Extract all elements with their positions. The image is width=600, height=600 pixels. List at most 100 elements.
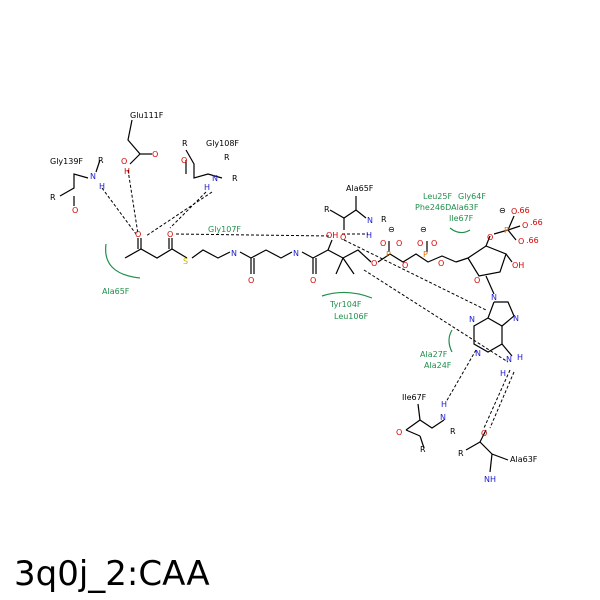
residue-label-ala27: Ala27F	[420, 350, 448, 359]
atom-r-gly108-c: R	[224, 153, 230, 162]
hbond-gly107	[175, 233, 331, 237]
residue-labels: Glu111F Gly139F Gly108F Ala65F Gly107F A…	[50, 111, 538, 464]
atom-o-ile67: O	[396, 428, 402, 437]
atom-r-ala65-b: R	[381, 215, 387, 224]
atom-o-ala63: O	[481, 429, 487, 438]
residue-label-gly107: Gly107F	[208, 225, 241, 234]
phosphate-3p-o3	[507, 229, 517, 241]
atom-r-ile67-b: R	[420, 445, 426, 454]
atom-p-1: P	[386, 250, 391, 259]
ala63-bottom-amine	[489, 453, 493, 473]
atom-n-ile67: N	[440, 413, 446, 422]
hydrophobic-arcs	[105, 227, 471, 353]
atom-h-nh2-a: H	[517, 353, 523, 362]
atom-r-gly139-b: R	[50, 193, 56, 202]
chain-bond-3	[301, 249, 372, 263]
atom-o-thioester: O	[167, 230, 173, 239]
residue-label-gly64: Gly64F	[458, 192, 486, 201]
atom-h-glu111: H	[124, 167, 130, 176]
ligand-bonds	[124, 215, 521, 357]
atom-minus-p2: ⊖	[420, 225, 427, 234]
hbond-gly139	[101, 187, 137, 235]
ribose-3p-o	[485, 235, 491, 247]
ile67-bottom-fragment	[405, 419, 445, 431]
atom-o-gly139: O	[72, 206, 78, 215]
atom-s-thioester: S	[183, 257, 188, 266]
atom-r-gly139: R	[98, 156, 104, 165]
atom-o-glu111-b: O	[121, 157, 127, 166]
arc-ala27	[448, 329, 453, 353]
hydroxyl-bond	[327, 239, 333, 251]
atom-n1: N	[475, 349, 481, 358]
ribose-n9	[485, 275, 495, 295]
residue-label-glu111: Glu111F	[130, 111, 164, 120]
atom-n-amide-2: N	[293, 249, 299, 258]
ala63-bottom-fragment	[465, 441, 509, 461]
atom-oh-pantoate: OH	[326, 231, 338, 240]
residue-label-gly108: Gly108F	[206, 139, 239, 148]
atom-o-glu111-a: O	[152, 150, 158, 159]
gly139-nh	[95, 159, 101, 173]
atom-r-gly108: R	[182, 139, 188, 148]
atom-h-gly139: H	[99, 182, 105, 191]
atom-n3: N	[469, 315, 475, 324]
ribose-c5	[455, 257, 469, 263]
charge-3p-c: .66	[526, 236, 539, 245]
ile67-bottom-up	[417, 403, 421, 421]
diagram-title: 3q0j_2:CAA	[14, 554, 210, 594]
atom-o-ribose: O	[474, 276, 480, 285]
hbond-ala63-b	[489, 371, 515, 429]
ile67-bottom-r	[419, 435, 425, 449]
hydrogen-bonds	[101, 169, 515, 429]
atom-o-3p-b: O	[522, 221, 528, 230]
residue-label-ala24: Ala24F	[424, 361, 452, 370]
atom-n-ala65: N	[367, 216, 373, 225]
atom-r-ile67: R	[450, 427, 456, 436]
atom-o-3p: O	[487, 233, 493, 242]
atom-labels: O O H R N H R O R O N H R O O S N O N O …	[50, 139, 543, 484]
atom-o-bridge-1: O	[371, 259, 377, 268]
hbond-ile67	[445, 349, 477, 403]
residue-label-ile67-bottom: Ile67F	[402, 393, 427, 402]
glu111-sidechain	[127, 119, 141, 165]
atom-h-ile67: H	[441, 400, 447, 409]
adenine-nh2	[501, 343, 513, 357]
atom-o-p1-a: O	[380, 239, 386, 248]
phosphate-3p-o1	[507, 215, 515, 231]
residue-label-ala65-left: Ala65F	[102, 287, 130, 296]
atom-o-3p-c: O	[518, 237, 524, 246]
residue-label-gly139: Gly139F	[50, 157, 83, 166]
arc-ala65	[105, 243, 141, 279]
atom-p-3p: P	[504, 226, 509, 235]
residue-label-phe246: Phe246DAla63F	[415, 203, 479, 212]
atom-n-amide-1: N	[231, 249, 237, 258]
residue-label-leu25: Leu25F	[423, 192, 452, 201]
atom-n7: N	[513, 314, 519, 323]
atom-o-bridge-3: O	[438, 259, 444, 268]
hbond-cross-1	[343, 239, 487, 311]
atom-nh2: N	[506, 355, 512, 364]
arc-tyr104	[321, 291, 373, 299]
residue-label-ile67: Ile67F	[449, 214, 474, 223]
hbond-glu111	[127, 169, 139, 235]
atom-h-ala65: H	[366, 231, 372, 240]
residue-label-ala63-bottom: Ala63F	[510, 455, 538, 464]
atom-o-p2-a: O	[417, 239, 423, 248]
charge-3p-a: .66	[517, 206, 530, 215]
atom-oh-ribose: OH	[512, 261, 524, 270]
charge-3p-b: .66	[530, 218, 543, 227]
atom-o-acetyl: O	[135, 230, 141, 239]
atom-o-amide-1: O	[248, 276, 254, 285]
gly139-fragment	[59, 173, 89, 197]
atom-o-3p-a: O	[511, 207, 517, 216]
hbond-ala63-a	[483, 369, 511, 429]
atom-h-nh2-b: H	[500, 369, 506, 378]
residue-fragments	[59, 119, 509, 473]
atom-r-ala63: R	[458, 449, 464, 458]
adenine-five-ring	[487, 301, 515, 327]
methyl-1	[335, 257, 344, 275]
ribose-ring	[467, 245, 507, 277]
atom-n-gly139: N	[90, 172, 96, 181]
ribose-2p-oh	[505, 253, 513, 263]
